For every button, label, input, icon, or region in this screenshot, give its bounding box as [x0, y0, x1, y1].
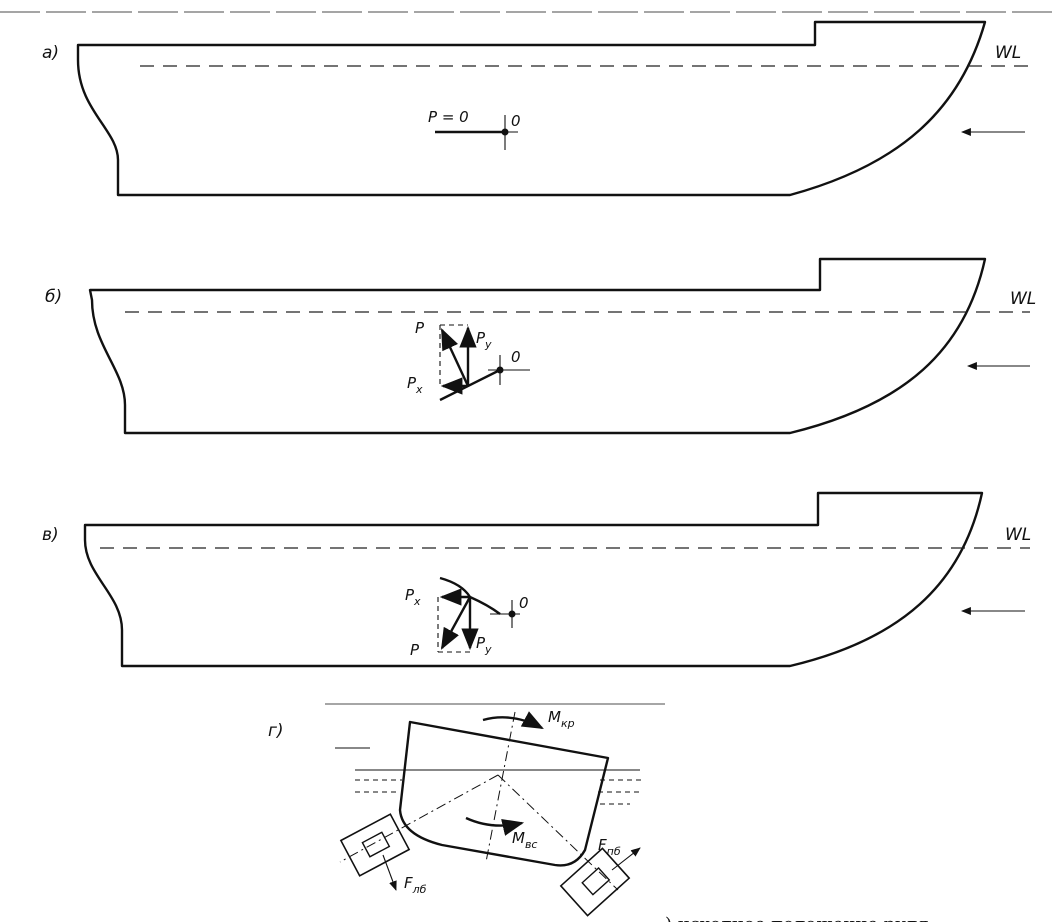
pivot-point-a: [501, 128, 509, 136]
component-y-label-b: Py: [476, 329, 492, 351]
left-stabilizer: [339, 813, 411, 877]
figure-caption: ) исходное положение руля;: [665, 914, 935, 922]
point-label-v: 0: [519, 594, 529, 612]
point-label-a: 0: [511, 112, 521, 130]
right-stabilizer-outer: [559, 847, 631, 917]
hull-outline-b: [88, 257, 987, 435]
panel-g-label: г): [268, 721, 284, 741]
centerline: [485, 711, 516, 863]
force-left-label: Fлб: [404, 874, 427, 896]
rotation-line-left: [339, 774, 499, 863]
moment-kr-arrow: [482, 711, 544, 730]
waterline-label-v: WL: [1005, 525, 1031, 545]
force-label-b: P: [415, 319, 425, 337]
component-x-label-v: Px: [405, 586, 421, 608]
force-vector-p-v: [440, 596, 472, 650]
right-stabilizer-inner: [581, 867, 611, 896]
panel-g: г) Mкр Mвс Fлб Fпб: [268, 708, 645, 917]
panel-b: б) WL P Py Px 0: [45, 257, 1036, 435]
rotation-line-right: [497, 774, 619, 891]
left-stabilizer-inner: [361, 831, 391, 858]
panel-b-label: б): [45, 287, 62, 307]
point-label-b: 0: [511, 348, 521, 366]
moment-vs-arrow: [465, 816, 525, 836]
component-y-label-v: Py: [476, 634, 492, 656]
pivot-point-b: [496, 366, 504, 374]
moment-vs-label: Mвс: [512, 829, 537, 851]
panel-v-label: в): [42, 525, 59, 545]
force-right-arrow: [611, 847, 641, 871]
force-right-label: Fпб: [598, 836, 621, 858]
component-x-label-b: Px: [407, 374, 423, 396]
panel-a: а) WL P = 0 0: [42, 20, 1030, 197]
hull-outline-a: [76, 20, 987, 197]
left-stabilizer-outer: [339, 813, 411, 877]
right-stabilizer: [559, 847, 631, 917]
waterline-label-b: WL: [1010, 289, 1036, 309]
panel-a-label: а): [42, 43, 59, 63]
moment-kr-label: Mкр: [548, 708, 575, 730]
force-left-arrow: [382, 854, 397, 891]
force-label-a: P = 0: [428, 108, 469, 126]
force-label-v: P: [410, 641, 420, 659]
hull-section: [398, 720, 610, 867]
waterline-label-a: WL: [995, 43, 1021, 63]
force-vector-p-b: [440, 328, 470, 387]
panel-v: в) WL Px Py P 0: [42, 491, 1031, 668]
pivot-point-v: [508, 610, 516, 618]
hull-outline-v: [83, 491, 984, 668]
rudder-line-b: [439, 368, 501, 402]
